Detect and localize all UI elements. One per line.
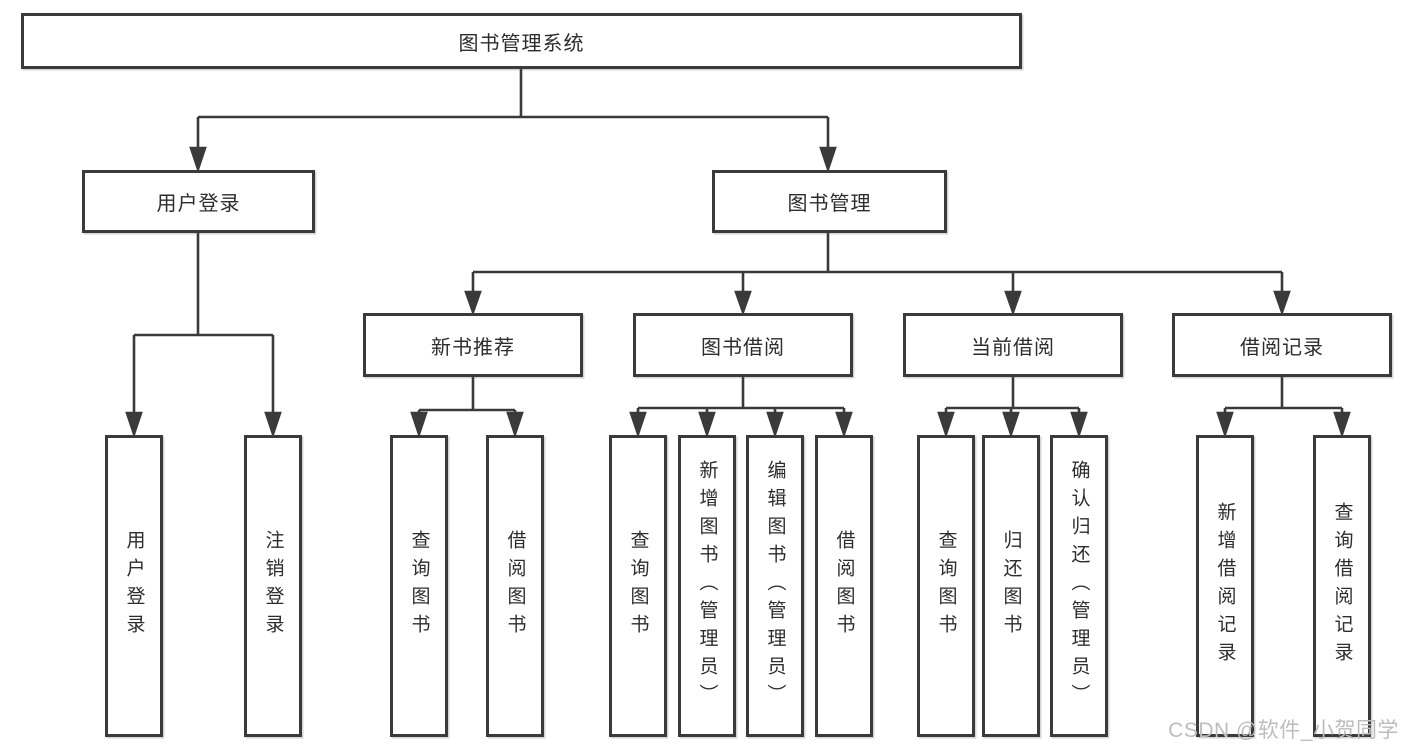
node-current-borrow: 当前借阅 xyxy=(903,313,1123,377)
node-library-system: 图书管理系统 xyxy=(21,13,1022,69)
leaf-records-query-record: 查询借阅记录 xyxy=(1313,435,1371,737)
arrowhead-current-return xyxy=(1002,411,1020,439)
connector-user-login-children xyxy=(132,233,275,415)
arrowhead-recommend-query xyxy=(410,411,428,439)
arrowhead-borrow-query xyxy=(629,411,647,439)
arrowhead-leaf-user-login xyxy=(125,411,143,439)
node-book-borrow: 图书借阅 xyxy=(633,313,853,377)
connector-records-children xyxy=(1223,377,1344,415)
arrowhead-current-query xyxy=(937,411,955,439)
connector-borrow-children xyxy=(636,377,846,415)
node-book-management: 图书管理 xyxy=(712,170,947,233)
arrowhead-current-borrow xyxy=(1004,290,1022,316)
leaf-current-confirm-return-admin: 确认归还（管理员） xyxy=(1050,435,1108,737)
leaf-borrow-add-books-admin: 新增图书（管理员） xyxy=(678,435,736,737)
arrowhead-new-book-recommend xyxy=(464,290,482,316)
arrowhead-recommend-borrow xyxy=(506,411,524,439)
arrowhead-records-query xyxy=(1333,411,1351,439)
arrowhead-borrow-edit xyxy=(766,411,784,439)
arrowhead-leaf-logout xyxy=(264,411,282,439)
leaf-user-login: 用户登录 xyxy=(105,435,163,737)
arrowhead-records-add xyxy=(1216,411,1234,439)
arrowhead-borrow-borrow xyxy=(835,411,853,439)
arrowhead-book-borrow xyxy=(734,290,752,316)
leaf-current-return-books: 归还图书 xyxy=(982,435,1040,737)
connector-book-management-children xyxy=(471,233,1284,294)
leaf-recommend-borrow-books: 借阅图书 xyxy=(486,435,544,737)
leaf-records-add-record: 新增借阅记录 xyxy=(1196,435,1254,737)
arrowhead-current-confirm xyxy=(1070,411,1088,439)
node-new-book-recommend: 新书推荐 xyxy=(363,313,583,377)
watermark: CSDN @软件_小贺同学 xyxy=(1168,719,1399,742)
leaf-borrow-query-books: 查询图书 xyxy=(609,435,667,737)
arrowhead-borrow-records xyxy=(1273,290,1291,316)
arrowhead-borrow-add xyxy=(698,411,716,439)
arrowhead-user-login xyxy=(189,146,207,174)
leaf-borrow-borrow-books: 借阅图书 xyxy=(815,435,873,737)
leaf-current-query-books: 查询图书 xyxy=(917,435,975,737)
arrowhead-book-management xyxy=(819,146,837,174)
connector-root-to-level2 xyxy=(196,68,830,150)
leaf-recommend-query-books: 查询图书 xyxy=(390,435,448,737)
leaf-logout: 注销登录 xyxy=(244,435,302,737)
node-user-login: 用户登录 xyxy=(82,170,315,233)
connector-recommend-children xyxy=(417,377,517,415)
leaf-borrow-edit-books-admin: 编辑图书（管理员） xyxy=(746,435,804,737)
node-borrow-records: 借阅记录 xyxy=(1172,313,1392,377)
connector-current-children xyxy=(944,377,1081,415)
